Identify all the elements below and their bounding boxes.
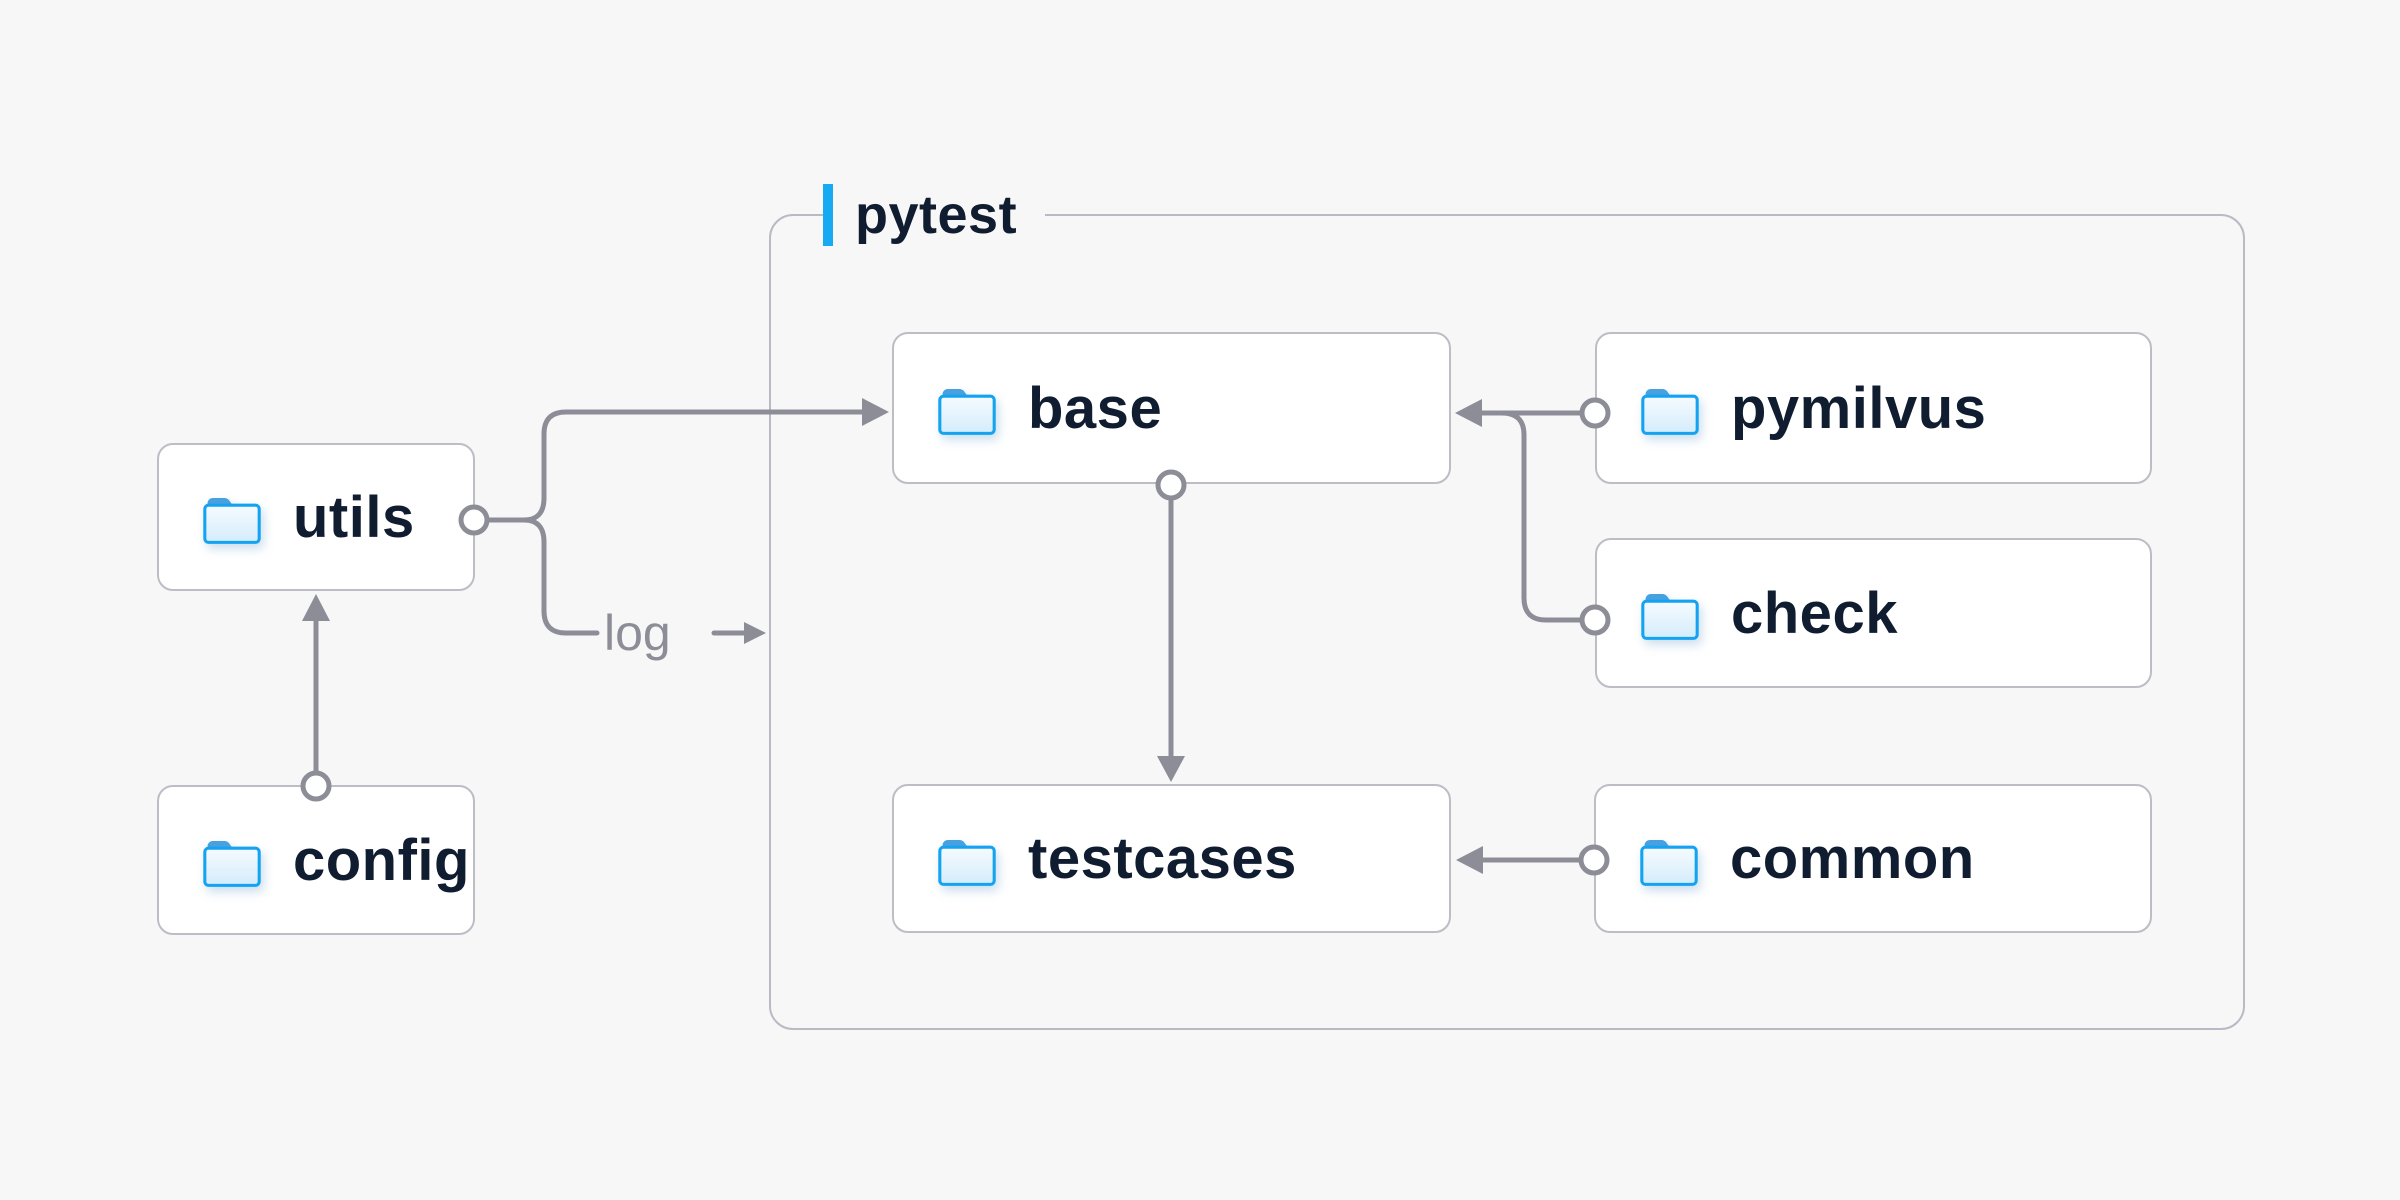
node-utils: utils (157, 443, 475, 591)
node-base-label: base (1028, 375, 1163, 441)
node-pymilvus: pymilvus (1595, 332, 2152, 484)
node-testcases: testcases (892, 784, 1451, 933)
node-common-label: common (1730, 826, 1975, 891)
folder-icon (199, 831, 265, 889)
node-check: check (1595, 538, 2152, 688)
folder-icon (934, 379, 1000, 437)
node-utils-label: utils (293, 484, 415, 550)
accent-bar-icon (823, 184, 833, 246)
arrowhead-log (744, 622, 766, 644)
folder-icon (934, 830, 1000, 888)
folder-icon (1636, 830, 1702, 888)
node-base: base (892, 332, 1451, 484)
node-testcases-label: testcases (1028, 826, 1297, 891)
pytest-group-label: pytest (823, 183, 1046, 247)
arrowhead-into-utils (302, 594, 330, 621)
node-common: common (1594, 784, 2152, 933)
folder-icon (199, 488, 265, 546)
node-check-label: check (1731, 580, 1898, 646)
node-pymilvus-label: pymilvus (1731, 375, 1987, 441)
node-config-label: config (293, 827, 470, 893)
log-edge-label: log (604, 605, 671, 661)
folder-icon (1637, 379, 1703, 437)
pytest-group: pytest (769, 183, 2245, 1030)
folder-icon (1637, 584, 1703, 642)
pytest-group-label-text: pytest (855, 185, 1018, 245)
node-config: config (157, 785, 475, 935)
